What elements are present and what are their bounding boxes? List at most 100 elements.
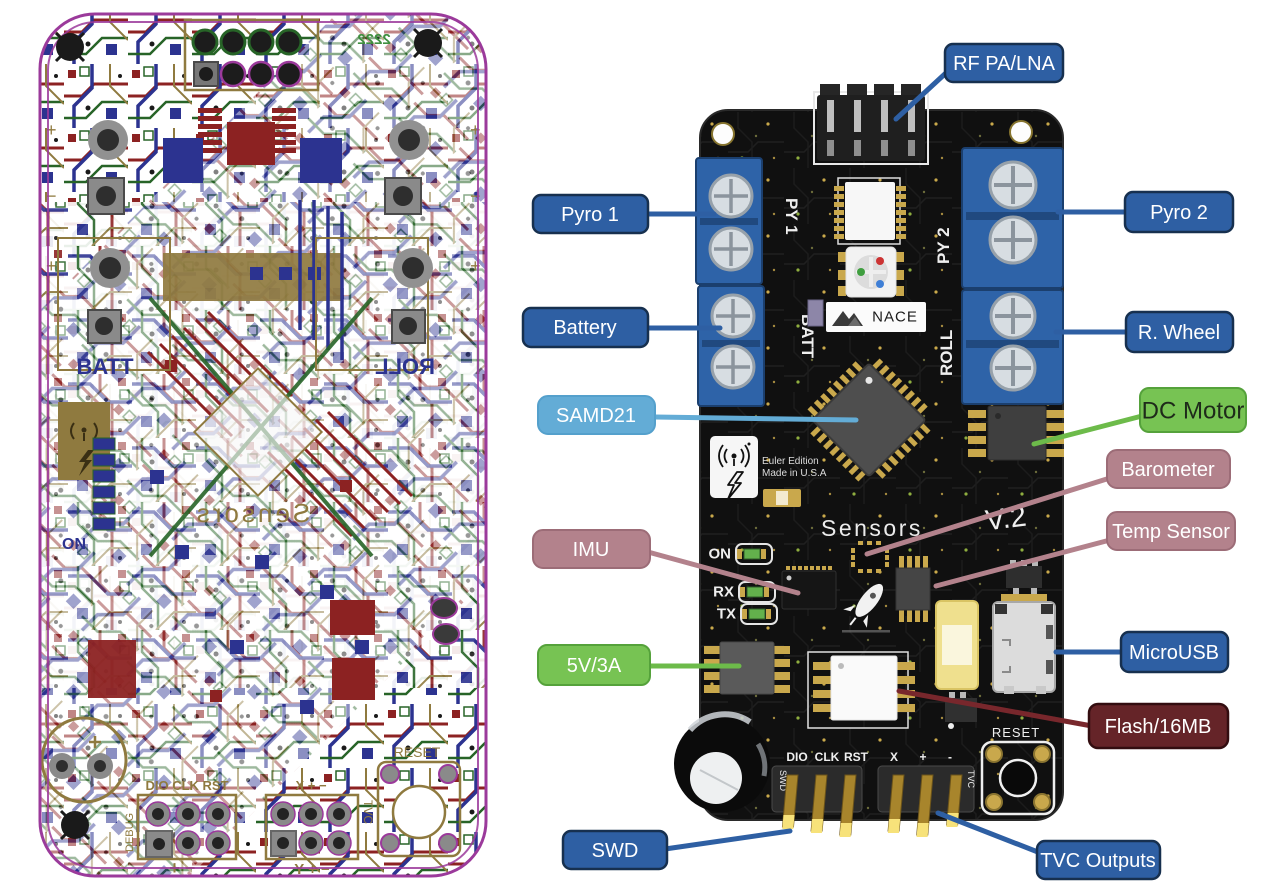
mounting-crosshair — [59, 809, 91, 841]
terminal-rwheel — [961, 289, 1064, 405]
silk-tvc: TVC — [966, 770, 976, 789]
microusb-connector — [992, 594, 1056, 694]
lightning-icon — [727, 471, 744, 500]
antenna-icon — [718, 442, 751, 468]
layout-sensors: Sensors — [194, 498, 310, 528]
capacitor — [674, 711, 770, 812]
edge-mark: + — [46, 120, 57, 140]
nace-text: NACE — [872, 309, 918, 326]
callout-barometer: Barometer — [864, 449, 1231, 557]
svg-text:-: - — [948, 750, 952, 764]
silk-py1: PY 1 — [782, 198, 801, 235]
mounting-crosshair — [412, 27, 444, 59]
callout-label: SWD — [592, 840, 639, 862]
callout-label: Battery — [553, 317, 616, 339]
callouts: RF PA/LNA Pyro 1 Battery SAMD21 IMU 5V/3… — [521, 42, 1247, 881]
micro-text — [842, 630, 890, 633]
edge-mark: + — [46, 256, 57, 276]
swd-header-footprint — [136, 793, 238, 861]
svg-text:X: X — [890, 750, 898, 764]
top-header-footprint — [183, 18, 320, 92]
layout-marking: 2222 — [357, 31, 390, 48]
pcb-layout-view: 2222 BATT ROLL Sensors ON DIO CLK RST DE… — [38, 12, 488, 878]
silk-py2: PY 2 — [934, 227, 953, 264]
svg-text:DIO: DIO — [786, 750, 807, 764]
cert-icon-box — [710, 436, 758, 500]
callout-pyro1: Pyro 1 — [531, 193, 717, 235]
edge-mark: + — [470, 256, 481, 276]
callout-temp-sensor: Temp Sensor — [933, 511, 1236, 589]
layout-batt: BATT — [76, 354, 134, 379]
callout-rwheel: R. Wheel — [1053, 310, 1235, 354]
led-tx: TX — [717, 603, 778, 625]
reset-footprint — [376, 760, 462, 858]
callout-imu: IMU — [532, 529, 801, 596]
fuse — [935, 600, 979, 690]
temp-sensor-chip — [895, 556, 931, 622]
edition-text-1: Euler Edition — [762, 456, 819, 467]
tvc-header: X + - TVC — [877, 750, 976, 837]
tvc-header-footprint — [264, 793, 360, 861]
callout-label: R. Wheel — [1138, 322, 1220, 344]
resistor — [763, 489, 801, 507]
callout-label: RF PA/LNA — [953, 53, 1056, 75]
mounting-crosshair — [54, 31, 86, 63]
rgb-led — [838, 246, 904, 298]
layout-debug: DEBUG — [124, 813, 136, 852]
terminal-pyro2 — [961, 147, 1064, 289]
regulator-chip — [704, 641, 790, 695]
silk-roll: ROLL — [937, 330, 956, 376]
swd-header: DIO CLK RST SWD — [771, 750, 869, 837]
svg-text:+: + — [919, 750, 926, 764]
mounting-hole — [711, 122, 735, 146]
callout-flash: Flash/16MB — [896, 688, 1230, 750]
barometer-chip — [851, 541, 889, 573]
board-outline-inner — [47, 21, 479, 869]
callout-label: SAMD21 — [556, 405, 636, 427]
edge-mark: − — [46, 186, 57, 206]
rf-header — [813, 84, 929, 165]
terminal-footprint-pads — [87, 120, 433, 344]
rf-ic — [834, 177, 906, 245]
svg-text:TX: TX — [717, 606, 736, 623]
callout-label: Flash/16MB — [1105, 716, 1212, 738]
qfp-footprint — [146, 200, 414, 558]
callout-tvc-outputs: TVC Outputs — [935, 810, 1162, 881]
callout-label: DC Motor — [1142, 398, 1245, 425]
callout-label: MicroUSB — [1129, 642, 1219, 664]
pcb-layout-traces: 2222 BATT ROLL Sensors ON DIO CLK RST DE… — [40, 14, 486, 876]
capacitor-footprint — [40, 716, 128, 804]
silk-sensors: Sensors — [821, 515, 923, 541]
svg-text:CLK: CLK — [815, 750, 840, 764]
mounting-hole — [1009, 120, 1033, 144]
callout-label: Pyro 1 — [561, 204, 619, 226]
callout-dc-motor: DC Motor — [1031, 387, 1247, 447]
callout-battery: Battery — [521, 306, 723, 349]
callout-label: TVC Outputs — [1040, 850, 1156, 872]
red-block — [227, 122, 275, 165]
small-capacitor — [807, 299, 824, 327]
flash-chip — [807, 651, 915, 729]
callout-5v3a: 5V/3A — [537, 644, 742, 686]
edition-text-2: Made in U.S.A — [762, 468, 827, 479]
callout-swd: SWD — [561, 828, 793, 871]
terminal-pyro1 — [695, 157, 763, 285]
reset-button: RESET — [980, 725, 1056, 816]
svg-text:ON: ON — [709, 546, 732, 563]
lightning-icon — [79, 450, 94, 476]
board-outline-outer — [38, 12, 488, 878]
svg-text:RST: RST — [844, 750, 869, 764]
callout-label: Barometer — [1121, 459, 1215, 481]
layout-row-x: X + − — [295, 778, 326, 793]
edge-mark: + — [470, 120, 481, 140]
layout-on: ON — [62, 536, 86, 553]
svg-text:RX: RX — [713, 584, 734, 601]
nace-label: NACE — [826, 302, 926, 332]
layout-reset: RESET — [394, 744, 441, 760]
callout-label: Temp Sensor — [1112, 521, 1230, 543]
edge-mark: − — [470, 186, 481, 206]
samd21-chip — [807, 358, 931, 482]
terminal-battery — [697, 285, 765, 407]
